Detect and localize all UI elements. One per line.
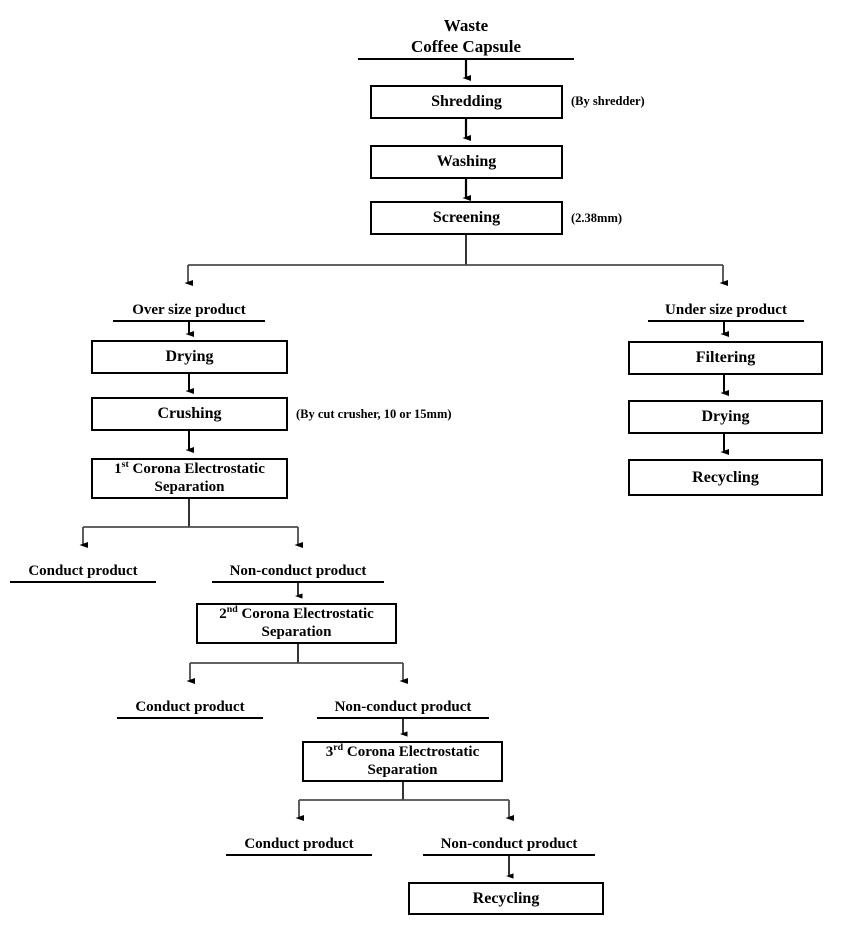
process-label-line-2: Separation xyxy=(367,761,438,778)
process-label: Washing xyxy=(436,153,497,171)
stream-label-non-conduct-product-2: Non-conduct product xyxy=(317,691,489,719)
ordinal-suffix: rd xyxy=(333,741,344,753)
stream-label-non-conduct-product-3: Non-conduct product xyxy=(423,828,595,856)
ordinal-suffix: st xyxy=(121,458,129,470)
process-label-line-1: 2nd Corona Electrostatic xyxy=(219,603,374,624)
process-box-filtering[interactable]: Filtering xyxy=(628,341,823,375)
process-label: Shredding xyxy=(431,93,502,111)
process-label-rest: Corona Electrostatic xyxy=(128,460,265,477)
stream-label-over-size-product: Over size product xyxy=(113,293,265,322)
annotation-crusher: (By cut crusher, 10 or 15mm) xyxy=(296,407,452,421)
diagram-title: Waste Coffee Capsule xyxy=(358,8,574,60)
process-box-corona-separation-1[interactable]: 1st Corona Electrostatic Separation xyxy=(91,458,288,499)
stream-label-text: Conduct product xyxy=(135,699,245,716)
title-line-1: Waste xyxy=(443,15,489,35)
process-label-line-1: 3rd Corona Electrostatic xyxy=(325,741,480,762)
stream-label-under-size-product: Under size product xyxy=(648,293,804,322)
process-label: Drying xyxy=(701,408,750,426)
ordinal-number: 3 xyxy=(325,743,334,760)
process-box-drying-undersize[interactable]: Drying xyxy=(628,400,823,434)
stream-label-conduct-product-1: Conduct product xyxy=(10,555,156,583)
process-box-recycling-right[interactable]: Recycling xyxy=(628,459,823,496)
annotation-shredder: (By shredder) xyxy=(571,94,645,108)
annotation-screen-size: (2.38mm) xyxy=(571,211,623,225)
process-box-shredding[interactable]: Shredding xyxy=(370,85,563,119)
stream-label-text: Conduct product xyxy=(28,563,138,580)
process-label: Drying xyxy=(165,348,214,366)
stream-label-conduct-product-2: Conduct product xyxy=(117,691,263,719)
stream-label-non-conduct-product-1: Non-conduct product xyxy=(212,555,384,583)
process-box-drying-oversize[interactable]: Drying xyxy=(91,340,288,374)
process-label-rest: Corona Electrostatic xyxy=(237,605,374,622)
process-box-corona-separation-3[interactable]: 3rd Corona Electrostatic Separation xyxy=(302,741,503,782)
ordinal-number: 2 xyxy=(219,605,227,622)
process-label-line-1: 1st Corona Electrostatic xyxy=(114,458,265,479)
process-label: Recycling xyxy=(472,889,540,907)
process-label-rest: Corona Electrostatic xyxy=(343,743,480,760)
process-box-recycling-bottom[interactable]: Recycling xyxy=(408,882,604,915)
ordinal-suffix: nd xyxy=(226,603,238,615)
process-label: Filtering xyxy=(695,349,756,367)
stream-label-text: Non-conduct product xyxy=(440,836,578,853)
process-box-corona-separation-2[interactable]: 2nd Corona Electrostatic Separation xyxy=(196,603,397,644)
process-box-screening[interactable]: Screening xyxy=(370,201,563,235)
process-label: Screening xyxy=(432,209,501,227)
process-label: Crushing xyxy=(157,405,222,423)
stream-label-text: Non-conduct product xyxy=(229,563,367,580)
stream-label-text: Conduct product xyxy=(244,836,354,853)
process-label-line-2: Separation xyxy=(261,623,332,640)
title-line-2: Coffee Capsule xyxy=(410,36,521,56)
process-label-line-2: Separation xyxy=(154,478,225,495)
stream-label-text: Under size product xyxy=(665,302,787,319)
process-box-washing[interactable]: Washing xyxy=(370,145,563,179)
process-label: Recycling xyxy=(692,468,759,486)
stream-label-text: Non-conduct product xyxy=(334,699,472,716)
stream-label-conduct-product-3: Conduct product xyxy=(226,828,372,856)
stream-label-text: Over size product xyxy=(132,302,246,319)
process-box-crushing[interactable]: Crushing xyxy=(91,397,288,431)
ordinal-number: 1 xyxy=(114,460,122,477)
